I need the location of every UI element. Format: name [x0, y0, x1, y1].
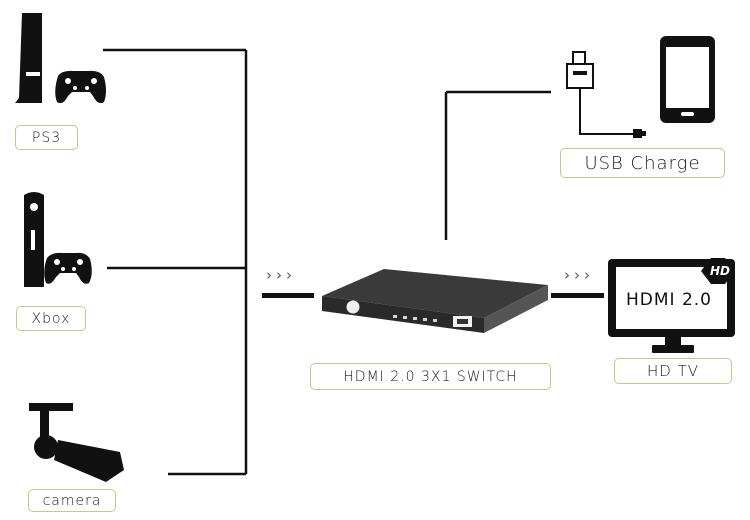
hd-tv-icon [608, 258, 735, 353]
switch-label: HDMI 2.0 3X1 SWITCH [310, 363, 551, 390]
camera-label: camera [28, 489, 116, 512]
ps3-label: PS3 [15, 125, 78, 150]
tv-screen-text: HDMI 2.0 [626, 290, 712, 310]
security-camera-icon [29, 403, 124, 482]
output-cable-segment [551, 293, 604, 298]
phone-icon [660, 36, 715, 123]
ps3-console-icon [15, 13, 42, 103]
connection-lines [103, 48, 551, 476]
usb-charge-label: USB Charge [560, 148, 725, 178]
xbox-controller-icon [44, 252, 92, 284]
xbox-label: Xbox [16, 306, 86, 331]
usb-cable-icon [566, 51, 646, 138]
input-cable-segment [262, 293, 314, 298]
output-signal-arrows: ››› [564, 266, 594, 284]
hd-badge: HD [709, 264, 730, 278]
xbox-console-icon [24, 192, 44, 287]
ps3-controller-icon [55, 70, 106, 104]
hd-tv-label: HD TV [614, 358, 732, 384]
hdmi-switch-box-icon [322, 269, 548, 333]
input-signal-arrows: ››› [266, 266, 296, 284]
